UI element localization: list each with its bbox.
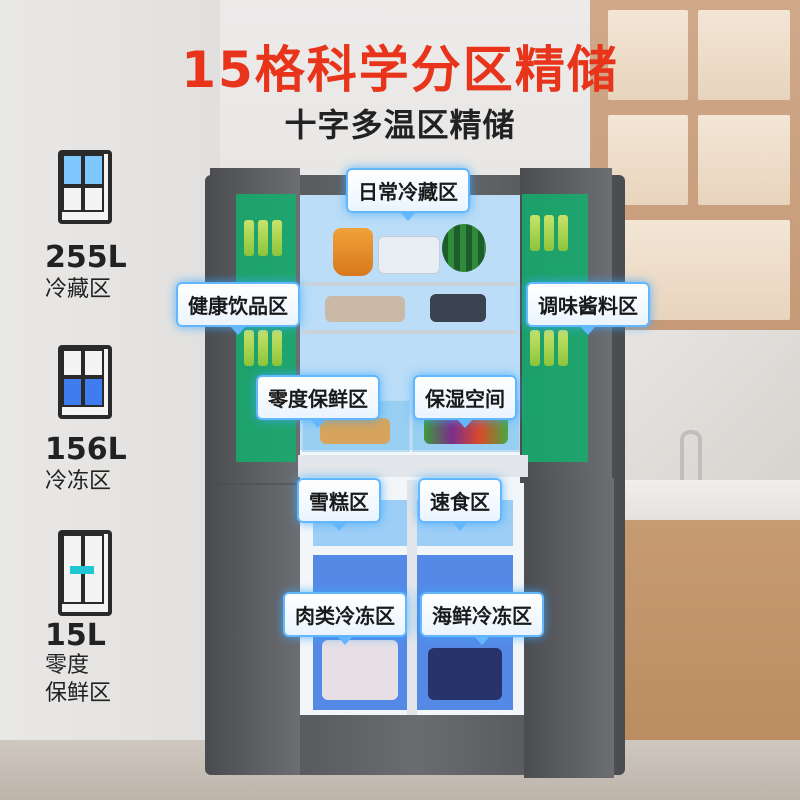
seafood-label: 海鲜冷冻区 (420, 592, 544, 645)
freezer-volume: 156L (45, 432, 127, 467)
fridge-zone-icon (58, 150, 112, 224)
fridge-volume-label: 冷藏区 (45, 277, 112, 302)
zero-fresh-volume: 15L (45, 618, 106, 653)
zero-fresh-label: 零度保鲜区 (256, 375, 380, 428)
fast-food-label: 速食区 (418, 478, 502, 531)
ice-cream-label: 雪糕区 (297, 478, 381, 531)
juice-jug (333, 228, 373, 276)
daily-fridge-label: 日常冷藏区 (346, 168, 470, 221)
zero-fresh-volume-label: 零度 保鲜区 (45, 653, 112, 706)
sauces-label: 调味酱料区 (526, 282, 650, 335)
watermelon (442, 224, 486, 272)
wooden-shelves (590, 0, 800, 330)
food-box (430, 294, 486, 322)
zero-fresh-zone-icon (58, 530, 112, 616)
freezer-zone-icon (58, 345, 112, 419)
fridge-volume: 255L (45, 240, 127, 275)
moist-label: 保湿空间 (413, 375, 517, 428)
faucet (680, 430, 702, 484)
meat-label: 肉类冷冻区 (283, 592, 407, 645)
food-tray (325, 296, 405, 322)
countertop (600, 480, 800, 524)
container (378, 236, 440, 274)
freezer-volume-label: 冷冻区 (45, 469, 112, 494)
subheadline: 十字多温区精储 (284, 106, 516, 144)
headline: 15格科学分区精储 (181, 41, 619, 99)
drinks-label: 健康饮品区 (176, 282, 300, 335)
